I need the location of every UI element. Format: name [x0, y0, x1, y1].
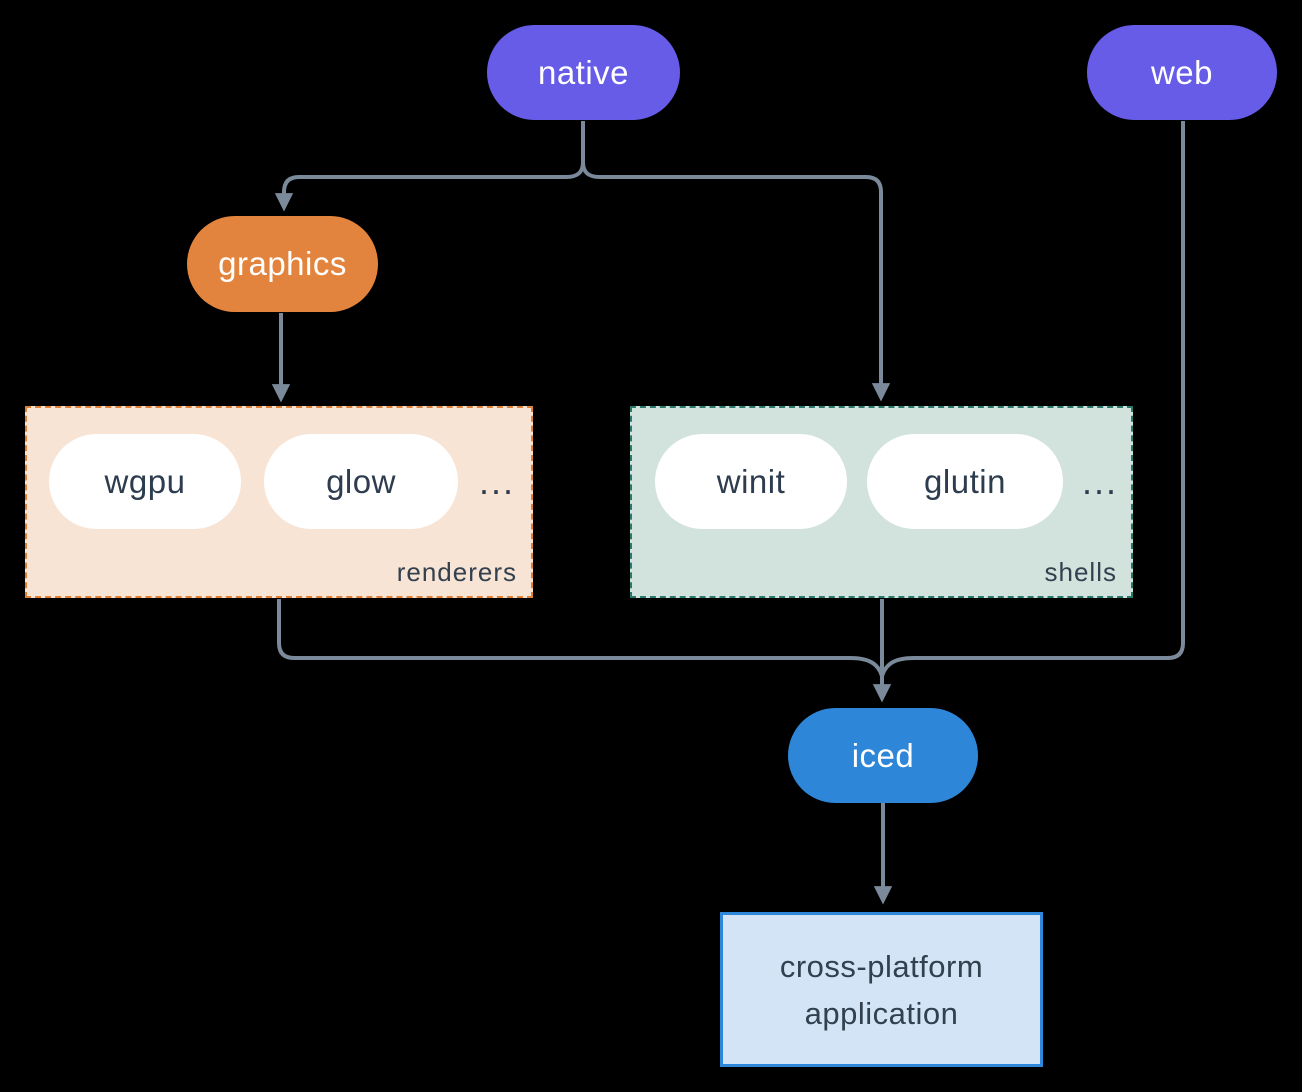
node-graphics: graphics — [187, 216, 378, 312]
node-winit: winit — [655, 434, 847, 529]
renderers-ellipsis: ... — [479, 461, 516, 502]
edge-web-merge — [880, 121, 1185, 677]
node-winit-label: winit — [716, 462, 786, 500]
node-graphics-label: graphics — [218, 245, 347, 282]
node-application-label-line2: application — [804, 995, 959, 1031]
node-native-label: native — [537, 53, 630, 91]
node-iced: iced — [788, 708, 978, 803]
group-shells-label: shells — [1044, 557, 1117, 587]
node-application-label-line1: cross-platform — [779, 948, 984, 984]
edge-native-graphics — [274, 121, 585, 212]
node-glutin: glutin — [867, 434, 1063, 529]
shells-ellipsis: ... — [1082, 461, 1119, 502]
node-application: cross-platform application — [720, 912, 1043, 1067]
edge-renderers-merge — [277, 599, 884, 677]
node-wgpu: wgpu — [49, 434, 241, 529]
node-glutin-label: glutin — [924, 462, 1006, 500]
group-shells: winit glutin ... shells — [630, 406, 1133, 598]
node-wgpu-label: wgpu — [104, 462, 186, 500]
edge-native-shells — [581, 121, 891, 402]
node-glow-label: glow — [326, 462, 396, 500]
node-web: web — [1087, 25, 1277, 120]
node-native: native — [487, 25, 680, 120]
group-renderers-label: renderers — [396, 557, 517, 587]
node-glow: glow — [264, 434, 458, 529]
node-iced-label: iced — [851, 736, 915, 774]
group-renderers: wgpu glow ... renderers — [25, 406, 533, 598]
node-web-label: web — [1150, 53, 1214, 91]
